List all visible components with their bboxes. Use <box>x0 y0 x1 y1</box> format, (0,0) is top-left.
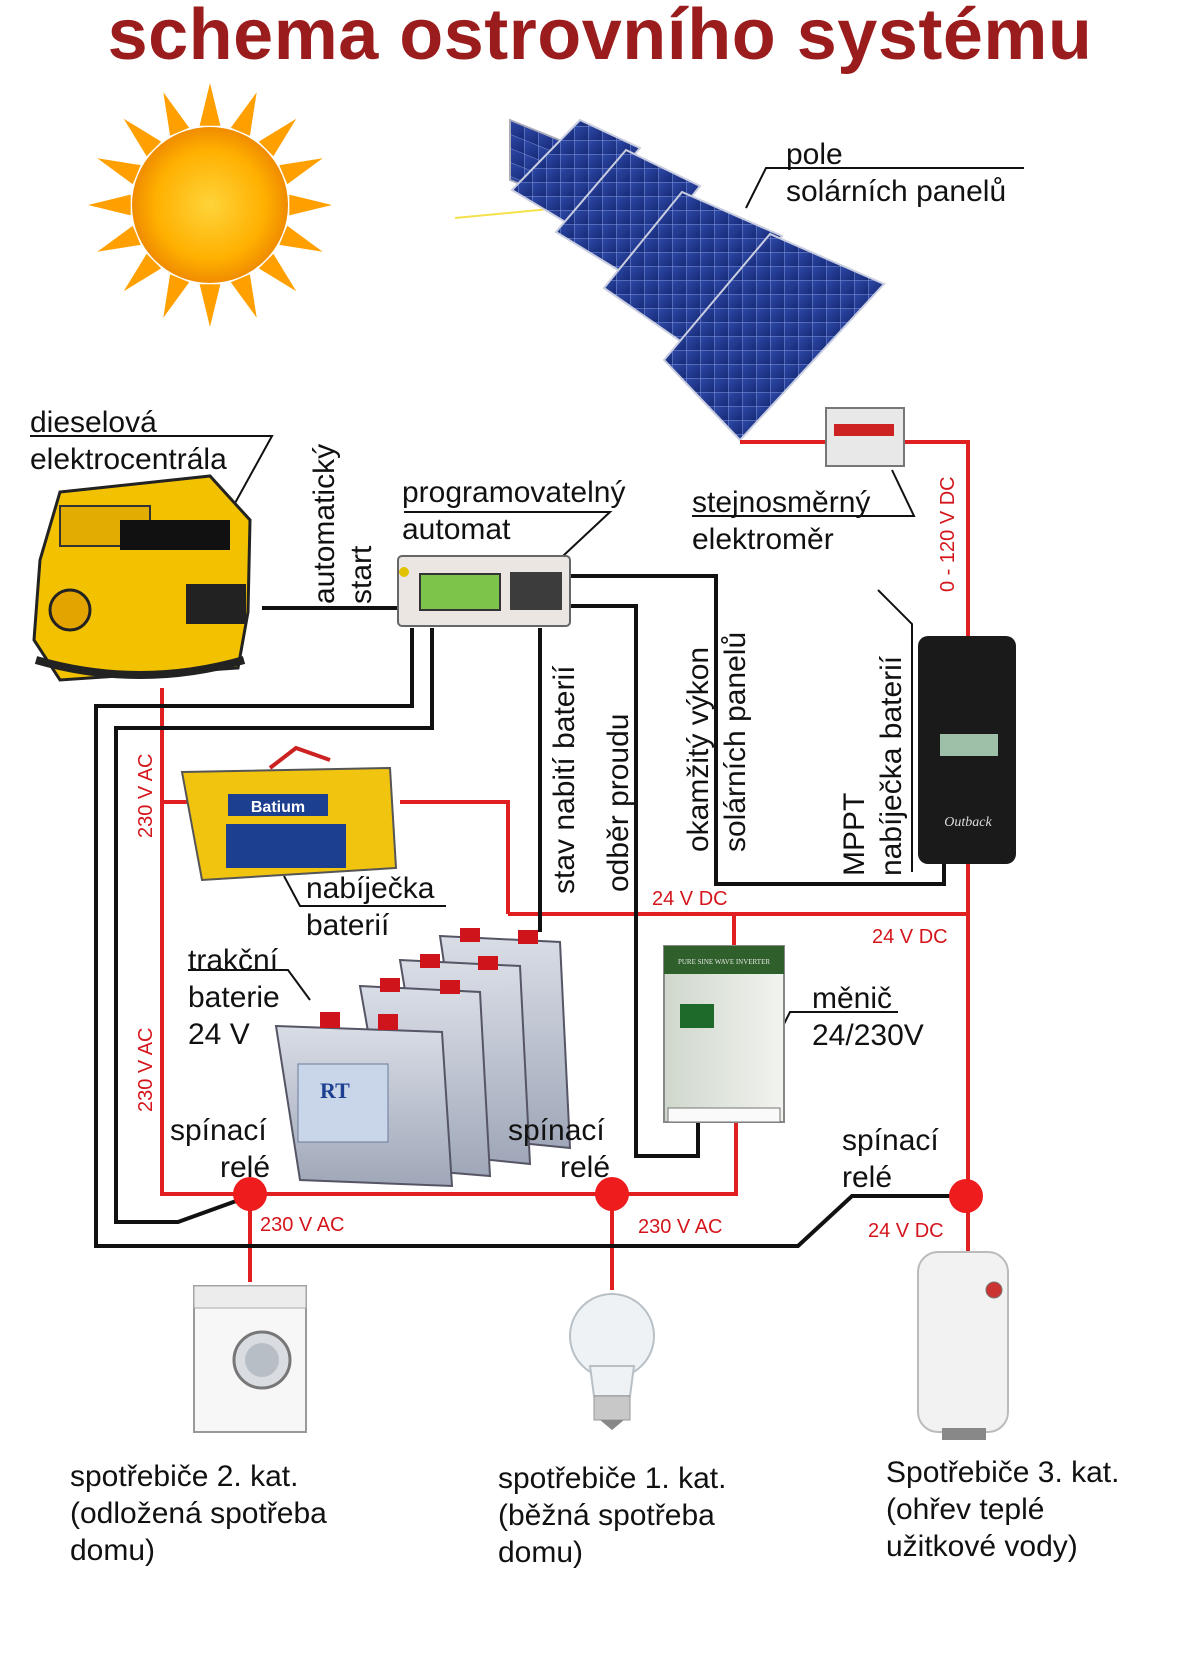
diesel-generator-label: dieselová elektrocentrála <box>30 406 227 476</box>
diesel-generator-icon <box>32 474 252 682</box>
page-title: schema ostrovního systému <box>107 0 1093 75</box>
mppt-charger-icon: Outback <box>918 636 1016 864</box>
battery-charger-icon: Batium <box>180 745 398 882</box>
sun-ray-12 <box>199 83 221 126</box>
relays <box>233 1177 983 1213</box>
power-wires <box>160 440 970 1290</box>
consumers-cat-3-label: Spotřebiče 3. kat. (ohřev teplé užitkové… <box>886 1456 1120 1563</box>
relay-1-icon <box>233 1177 267 1211</box>
sun-ray-7 <box>97 225 141 252</box>
mppt-brand-text: Outback <box>944 815 992 830</box>
sun-ray-14 <box>258 118 297 157</box>
inverter-brand-text: PURE SINE WAVE INVERTER <box>678 958 770 966</box>
sun-ray-10 <box>123 118 162 157</box>
voltage-dc-bus-right: 24 V DC <box>872 926 948 948</box>
voltage-dc-bus: 24 V DC <box>652 888 728 910</box>
leader-lines <box>30 167 1024 1041</box>
sun-ray-8 <box>88 194 131 216</box>
battery-status-label: stav nabití baterií <box>548 665 581 894</box>
light-bulb-icon <box>569 1293 655 1430</box>
sun-icon <box>88 83 332 327</box>
dc-meter-label: stejnosměrný elektroměr <box>692 486 871 556</box>
relay-3-label: spínací relé <box>842 1124 939 1194</box>
solar-panels-icon <box>510 118 886 442</box>
dc-meter-icon <box>825 407 905 467</box>
automatic-start-label: automatický start <box>308 443 378 604</box>
signal-wires <box>94 574 966 1248</box>
relay-1-label: spínací relé <box>170 1114 271 1184</box>
sun-ray-0 <box>289 194 332 216</box>
sun-ray <box>454 207 561 219</box>
water-heater-icon <box>917 1251 1009 1440</box>
inverter-label: měnič 24/230V <box>812 982 924 1052</box>
washing-machine-icon <box>193 1285 307 1433</box>
voltage-ac-left-bottom: 230 V AC <box>135 1027 157 1112</box>
sun-ray-11 <box>163 92 190 136</box>
voltage-relay-3: 24 V DC <box>868 1220 944 1242</box>
relay-2-label: spínací relé <box>508 1114 611 1184</box>
charger-brand-text: Batium <box>251 799 305 816</box>
relay-3-icon <box>949 1179 983 1213</box>
traction-battery-label: trakční baterie 24 V <box>188 944 280 1051</box>
sun-ray-4 <box>199 284 221 327</box>
sun-ray-5 <box>163 274 190 318</box>
battery-charger-label: nabíječka baterií <box>306 872 435 942</box>
sun-ray-15 <box>279 158 323 185</box>
sun-ray-2 <box>258 253 297 292</box>
battery-brand-text: RT <box>320 1078 350 1103</box>
sun-ray-6 <box>123 253 162 292</box>
sun-ray-9 <box>97 158 141 185</box>
current-draw-label: odběr proudu <box>602 713 635 892</box>
sun-ray-13 <box>230 92 257 136</box>
programmable-automat-icon <box>397 555 571 627</box>
voltage-relay-2: 230 V AC <box>638 1216 723 1238</box>
consumers-cat-1-label: spotřebiče 1. kat. (běžná spotřeba domu) <box>498 1462 727 1569</box>
consumers-cat-2-label: spotřebiče 2. kat. (odložená spotřeba do… <box>70 1460 327 1567</box>
mppt-label: MPPT nabíječka baterií <box>838 655 908 876</box>
voltage-relay-1: 230 V AC <box>260 1214 345 1236</box>
inverter-icon: PURE SINE WAVE INVERTER <box>663 945 785 1123</box>
sun-ray-3 <box>230 274 257 318</box>
automat-label: programovatelný automat <box>402 476 626 546</box>
solar-panels-label: pole solárních panelů <box>786 138 1007 208</box>
panel-power-label: okamžitý výkon solárních panelů <box>682 631 752 852</box>
traction-batteries-icon: RT <box>274 928 572 1188</box>
voltage-ac-left-top: 230 V AC <box>135 753 157 838</box>
sun-ray-1 <box>279 225 323 252</box>
voltage-dc-panels: 0 - 120 V DC <box>937 476 959 592</box>
relay-2-icon <box>595 1177 629 1211</box>
